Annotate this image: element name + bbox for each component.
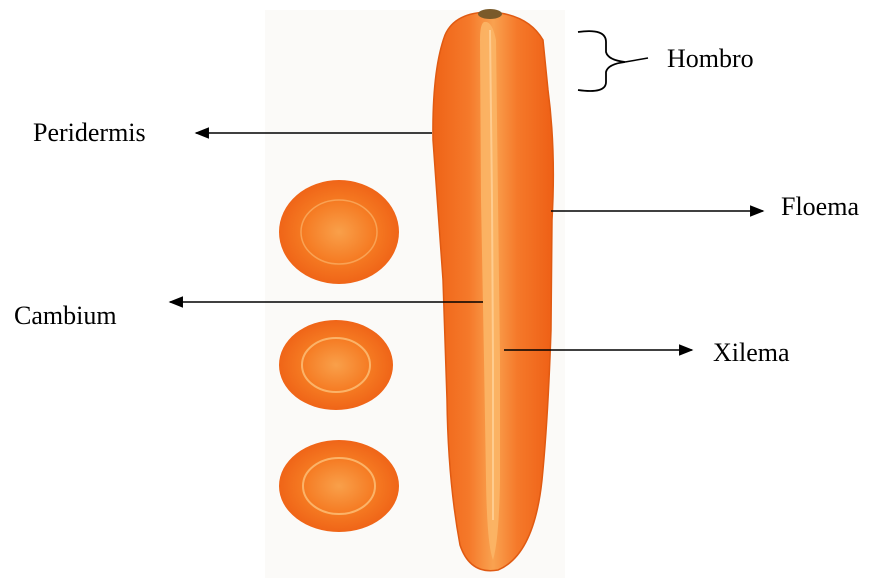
carrot-slice-middle <box>279 320 393 410</box>
carrot-crown <box>478 9 502 19</box>
label-floema: Floema <box>781 192 859 221</box>
label-xilema: Xilema <box>713 338 790 367</box>
bracket-icon <box>578 31 625 91</box>
label-peridermis: Peridermis <box>33 118 146 147</box>
carrot-longitudinal-section <box>433 9 553 571</box>
label-hombro: Hombro <box>667 44 754 73</box>
label-cambium: Cambium <box>14 301 117 330</box>
carrot-slice-bottom <box>279 440 399 532</box>
carrot-slice-top <box>279 180 399 284</box>
